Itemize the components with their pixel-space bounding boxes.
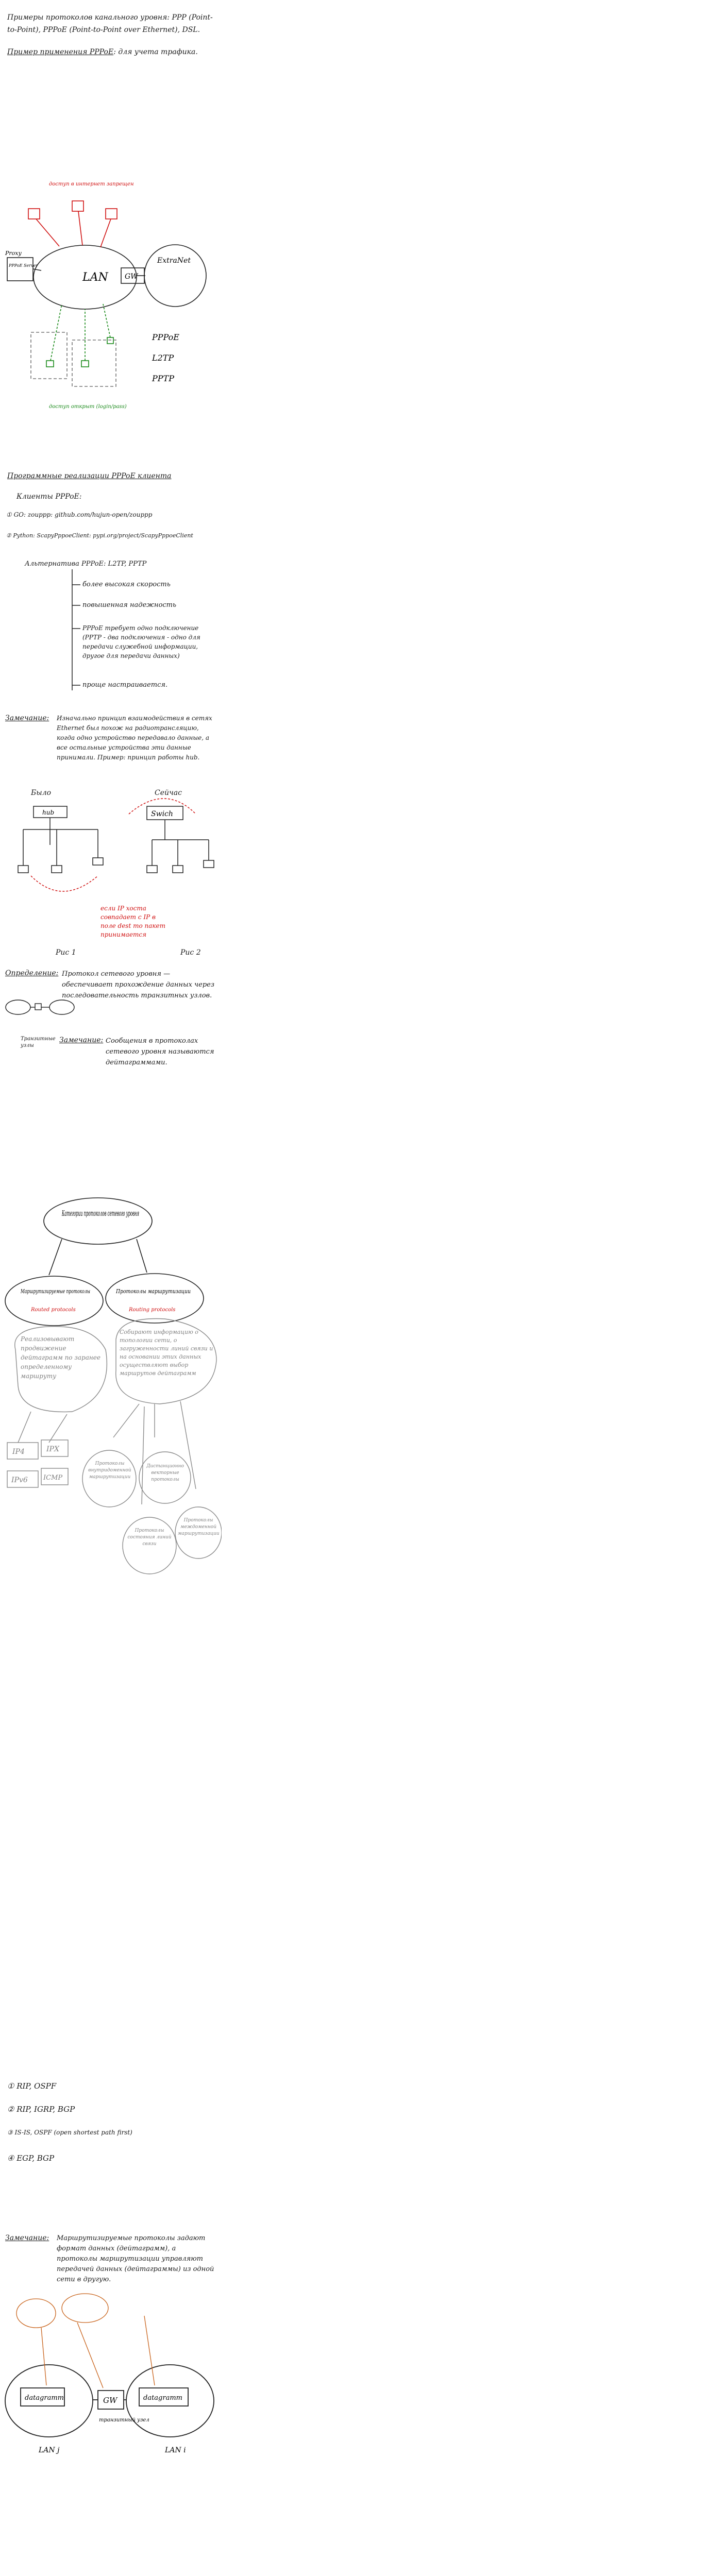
root-ellipse <box>43 1197 153 1245</box>
routed-desc-blob <box>14 1326 108 1413</box>
proxy-label: Proxy <box>5 250 22 257</box>
client-item-2: ② Python: ScapyPppoeClient: pypi.org/pro… <box>6 532 193 539</box>
list-item-3: ③ IS-IS, OSPF (open shortest path first) <box>7 2129 132 2136</box>
proto-l2tp: L2TP <box>152 353 174 363</box>
client-item-1: ① GO: zouppp: github.com/hujun-open/zoup… <box>6 511 153 518</box>
lan-j-label: LAN j <box>38 2446 60 2454</box>
list-item-4: ④ EGP, BGP <box>7 2154 55 2163</box>
routed-label: Маршрутизируемые протоколы <box>20 1288 90 1295</box>
ip-match-note: если IP хоста совпадает с IP в поле dest… <box>100 905 166 938</box>
intro-text: Примеры протоколов канального уровня: PP… <box>7 13 213 34</box>
pppoe-heading-row: Пример применения PPPoE: для учета трафи… <box>7 47 219 57</box>
pppoe-diagram <box>7 200 207 387</box>
extranet-label: ExtraNet <box>157 257 191 265</box>
hub-switch-diagram <box>18 798 214 892</box>
final-gw-label: GW <box>103 2396 118 2405</box>
categories-gray <box>7 1318 222 1574</box>
routed-ellipse <box>5 1276 104 1326</box>
final-dg-left: datagramm <box>25 2394 64 2402</box>
note-datagram-label: Замечание: <box>59 1036 104 1044</box>
clients-title: Клиенты PPPoE: <box>16 493 82 501</box>
lan-i-ellipse <box>126 2364 214 2437</box>
now-label: Сейчас <box>155 789 182 797</box>
alt-title: Альтернатива PPPoE: L2TP, PPTP <box>25 560 147 568</box>
gw-label: GW <box>125 273 139 281</box>
final-dg-right: datagramm <box>143 2394 182 2402</box>
routing-label: Протоколы маршрутизации <box>115 1288 191 1295</box>
definition-label: Определение: <box>5 969 59 977</box>
pppoe-heading: Пример применения PPPoE <box>7 48 114 56</box>
pppoe-server-label: PPPoE Server <box>8 263 38 268</box>
switch-label: Swich <box>151 810 173 818</box>
hub-label: hub <box>42 809 54 816</box>
sub-4: Протоколы междоменной маршрутизации <box>178 1518 219 1536</box>
box-icmp: ICMP <box>43 1474 62 1482</box>
categories-tree <box>5 1197 204 1326</box>
fig1-label: Рис 1 <box>56 948 76 957</box>
was-label: Было <box>31 789 52 797</box>
list-item-1: ① RIP, OSPF <box>7 2081 57 2091</box>
drawings: LAN GW ExtraNet Proxy PPPoE Server досту… <box>5 181 222 2454</box>
routing-desc: Собирают информацию о топологии сети, о … <box>120 1329 213 1377</box>
list-item-2: ② RIP, IGRP, BGP <box>7 2105 75 2114</box>
alt-point-4: проще настраивается. <box>82 681 168 689</box>
definition-text: Протокол сетевого уровня — обеспечивает … <box>62 970 214 999</box>
lan-lan-diagram <box>5 999 75 1015</box>
sub-3: Протоколы состояния линий связи <box>127 1528 172 1547</box>
routing-ellipse <box>105 1273 204 1324</box>
proto-pppoe: PPPoE <box>152 332 179 342</box>
box-ip4: IP4 <box>12 1448 25 1456</box>
software-heading: Программные реализации PPPoE клиента <box>7 472 172 480</box>
box-ipx: IPX <box>46 1445 60 1453</box>
green-access-note: доступ открыт (login/pass) <box>49 404 127 410</box>
red-access-note: доступ в интернет запрещен <box>49 181 134 187</box>
pppoe-heading-suffix: : для учета трафика. <box>113 48 198 56</box>
note2-label: Замечание: <box>5 2234 49 2242</box>
alt-point-2: повышенная надежность <box>82 601 177 609</box>
extranet-circle <box>144 244 207 307</box>
alt-bracket <box>72 569 80 690</box>
routed-en-label: Routed protocols <box>30 1307 76 1313</box>
note1-label: Замечание: <box>5 714 49 722</box>
fig2-label: Рис 2 <box>180 948 201 957</box>
transit-nodes-label: Транзитные узлы <box>21 1036 56 1048</box>
lan-j-ellipse <box>5 2364 93 2437</box>
sub-1: Протоколы внутридоменной маршрутизации <box>88 1461 131 1480</box>
routing-desc-blob <box>115 1318 217 1404</box>
alt-point-3: PPPoE требует одно подключение (PPTP - д… <box>82 624 200 659</box>
proxy-box <box>7 257 33 281</box>
lan-i-label: LAN i <box>164 2446 186 2454</box>
alt-point-1: более высокая скорость <box>82 581 171 588</box>
routed-desc: Реализовывают продвижение дейтаграмм по … <box>21 1335 100 1380</box>
root-label: Категории протоколов сетевого уровня <box>62 1209 139 1218</box>
note-datagram-text: Сообщения в протоколах сетевого уровня н… <box>106 1037 214 1066</box>
box-ipv6: IPv6 <box>11 1476 28 1484</box>
proto-pptp: PPTP <box>152 374 174 383</box>
lan-label: LAN <box>82 271 108 284</box>
sub-2: Дистанционно векторные протоколы <box>146 1464 184 1482</box>
final-transit-label: транзитный узел <box>99 2417 149 2423</box>
routing-en-label: Routing protocols <box>128 1307 175 1313</box>
note1-text: Изначально принцип взаимодействия в сетя… <box>57 715 212 761</box>
note2-text: Маршрутизируемые протоколы задают формат… <box>57 2234 214 2283</box>
final-diagram <box>5 2364 214 2437</box>
final-orange-notes <box>16 2293 155 2388</box>
